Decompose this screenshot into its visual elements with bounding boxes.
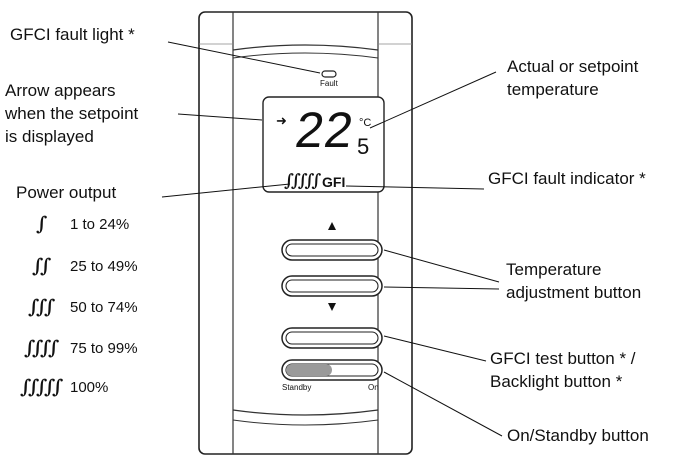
- legend-waves-3: ∫∫∫: [28, 296, 55, 318]
- callout-power-output: Power output: [16, 183, 117, 202]
- callout-gfci-fault-indicator: GFCI fault indicator *: [488, 169, 646, 188]
- lcd-display: [262, 96, 385, 193]
- up-button[interactable]: [281, 239, 383, 261]
- legend-waves-5: ∫∫∫∫∫: [20, 376, 63, 398]
- standby-label: Standby: [282, 383, 312, 392]
- legend-range-5: 100%: [70, 379, 109, 396]
- callout-temperature-line1: Actual or setpoint: [507, 57, 639, 76]
- leader-arrow: [177, 113, 263, 121]
- callout-arrow-line1: Arrow appears: [5, 81, 116, 100]
- down-triangle-icon: [328, 303, 336, 311]
- legend-waves-2: ∫∫: [32, 255, 51, 277]
- on-label: On: [368, 383, 379, 392]
- leader-temp-down: [383, 286, 500, 290]
- temperature-unit: °C: [359, 117, 372, 129]
- temperature-value: 22: [292, 102, 358, 158]
- callout-gfci-test-line1: GFCI test button * /: [490, 349, 636, 368]
- legend-waves-4: ∫∫∫∫: [24, 337, 59, 359]
- setpoint-arrow-icon: ➜: [276, 113, 287, 128]
- fault-label: Fault: [320, 79, 338, 88]
- up-triangle-icon: [328, 222, 336, 230]
- leader-on-standby: [383, 371, 503, 437]
- leader-gfci-test: [383, 335, 487, 362]
- down-button[interactable]: [281, 275, 383, 297]
- leader-temperature: [369, 71, 497, 129]
- gfi-indicator: GFI: [322, 174, 346, 190]
- callout-on-standby: On/Standby button: [507, 426, 649, 445]
- legend-waves-1: ∫: [36, 213, 47, 235]
- fault-light: [321, 70, 337, 78]
- callout-temperature-line2: temperature: [507, 80, 599, 99]
- callout-arrow-line3: is displayed: [5, 127, 94, 146]
- callout-gfci-fault-light: GFCI fault light *: [10, 25, 135, 44]
- callout-temp-adjust-line1: Temperature: [506, 260, 602, 279]
- power-waves-icon: ∫∫∫∫∫: [284, 171, 321, 191]
- legend-range-2: 25 to 49%: [70, 258, 138, 275]
- gfci-test-button[interactable]: [281, 327, 383, 349]
- legend-range-4: 75 to 99%: [70, 340, 138, 357]
- callout-arrow-line2: when the setpoint: [5, 104, 139, 123]
- leader-gfci-indicator: [345, 185, 485, 190]
- legend-range-1: 1 to 24%: [70, 216, 130, 233]
- callout-temp-adjust-line2: adjustment button: [506, 283, 642, 302]
- on-standby-button[interactable]: [281, 359, 383, 381]
- temperature-decimal: 5: [357, 134, 370, 159]
- legend-range-3: 50 to 74%: [70, 299, 138, 316]
- callout-gfci-test-line2: Backlight button *: [490, 372, 623, 391]
- leader-power-output: [161, 183, 291, 198]
- leader-fault-light: [167, 41, 321, 74]
- leader-temp-up: [383, 249, 500, 283]
